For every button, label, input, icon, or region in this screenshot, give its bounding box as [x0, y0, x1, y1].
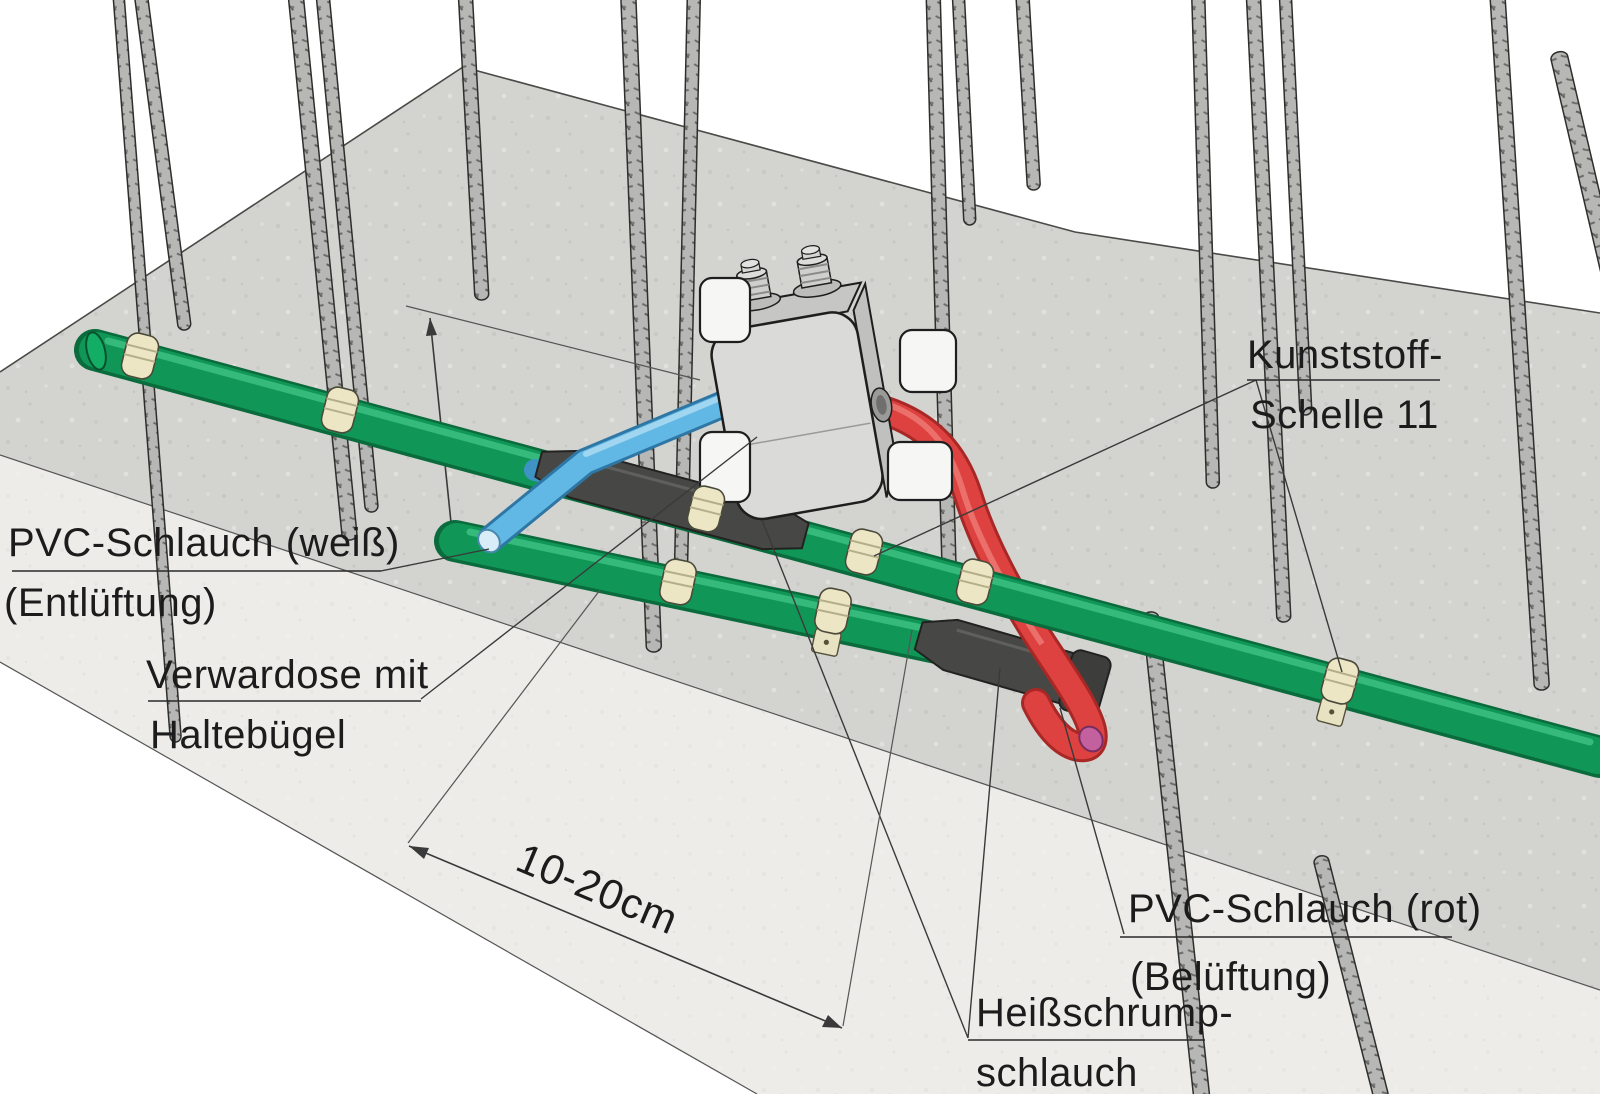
svg-text:(Belüftung): (Belüftung): [1130, 955, 1331, 999]
label-hose-white: PVC-Schlauch (weiß) (Entlüftung): [4, 521, 400, 625]
svg-text:(Entlüftung): (Entlüftung): [4, 581, 217, 625]
label-hose-red: PVC-Schlauch (rot) (Belüftung): [1120, 887, 1482, 999]
blue-hose: [477, 390, 738, 554]
box-nipple-right: [792, 245, 842, 298]
junction-box: [698, 245, 958, 521]
rebar-rod: [1550, 50, 1600, 764]
plastic-clamp: [659, 558, 697, 606]
rebar-rod: [1278, 0, 1313, 416]
leader-lines: [380, 379, 1343, 1039]
rebar-rod: [1245, 0, 1292, 623]
label-junction-box: Verwardose mit Haltebügel: [146, 653, 429, 757]
rebar-rod: [133, 0, 192, 331]
plastic-clamp: [120, 332, 160, 380]
slab-far-edge: [0, 66, 1600, 373]
rebar-rod: [315, 0, 379, 513]
plastic-clamp: [955, 558, 995, 606]
label-heat-shrink: Heißschrump- schlauch: [968, 991, 1233, 1094]
holding-straps: [698, 276, 958, 504]
rebar-rod: [457, 0, 490, 301]
annotations: PVC-Schlauch (weiß) (Entlüftung) Verward…: [4, 333, 1482, 1094]
rebar-rod: [1313, 854, 1389, 1094]
blue-hose-end-cap: [477, 528, 501, 554]
svg-text:Verwardose mit: Verwardose mit: [146, 653, 429, 697]
plastic-clamp: [320, 386, 360, 434]
plastic-clamp-group: [120, 332, 1360, 727]
rebar-rod: [1489, 0, 1550, 691]
slab-bottom-edge: [0, 661, 758, 1094]
label-clamp: Kunststoff- Schelle 11: [1247, 333, 1443, 437]
green-pipe-end-cap: [85, 331, 107, 371]
plastic-clamp: [810, 587, 852, 657]
red-hose-end-cap: [1078, 725, 1104, 753]
rebar-rod: [1141, 611, 1211, 1094]
green-pipe-lower: [434, 520, 991, 671]
plastic-clamp: [1316, 657, 1360, 727]
rebar-rod: [1015, 0, 1041, 191]
svg-text:PVC-Schlauch (rot): PVC-Schlauch (rot): [1128, 887, 1482, 931]
svg-text:Kunststoff-: Kunststoff-: [1247, 333, 1443, 377]
svg-text:Heißschrump-: Heißschrump-: [976, 991, 1233, 1035]
svg-text:Schelle 11: Schelle 11: [1250, 393, 1439, 437]
plastic-clamp: [844, 528, 884, 576]
rebar-rod: [951, 0, 977, 226]
plastic-clamp: [686, 485, 726, 533]
svg-text:PVC-Schlauch (weiß): PVC-Schlauch (weiß): [8, 521, 400, 565]
rebar-rod: [1190, 0, 1221, 489]
svg-text:schlauch: schlauch: [976, 1051, 1138, 1094]
svg-text:Haltebügel: Haltebügel: [150, 713, 346, 757]
